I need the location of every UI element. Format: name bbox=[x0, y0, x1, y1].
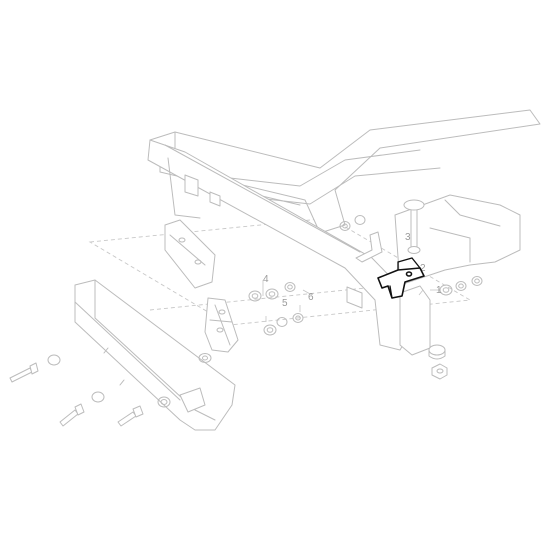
callout-1: 1 bbox=[436, 285, 442, 296]
bumper-bracket bbox=[204, 297, 239, 353]
callout-6: 6 bbox=[308, 292, 314, 303]
front-bumper bbox=[74, 279, 236, 431]
leader-lines bbox=[262, 280, 440, 322]
highlighted-bracket bbox=[377, 257, 425, 299]
floor-plate bbox=[88, 217, 472, 326]
center-hardware bbox=[198, 215, 366, 363]
right-hardware bbox=[428, 276, 483, 380]
cross-member bbox=[147, 139, 413, 351]
callout-5: 5 bbox=[282, 298, 288, 309]
rear-frame-section bbox=[394, 194, 521, 356]
mounting-plate bbox=[164, 219, 216, 289]
small-clamp bbox=[355, 231, 383, 263]
carriage-bolt bbox=[403, 199, 425, 254]
callout-3: 3 bbox=[405, 232, 411, 243]
callout-4: 4 bbox=[263, 274, 269, 285]
callout-2: 2 bbox=[420, 263, 426, 274]
bumper-bolts bbox=[9, 347, 144, 427]
